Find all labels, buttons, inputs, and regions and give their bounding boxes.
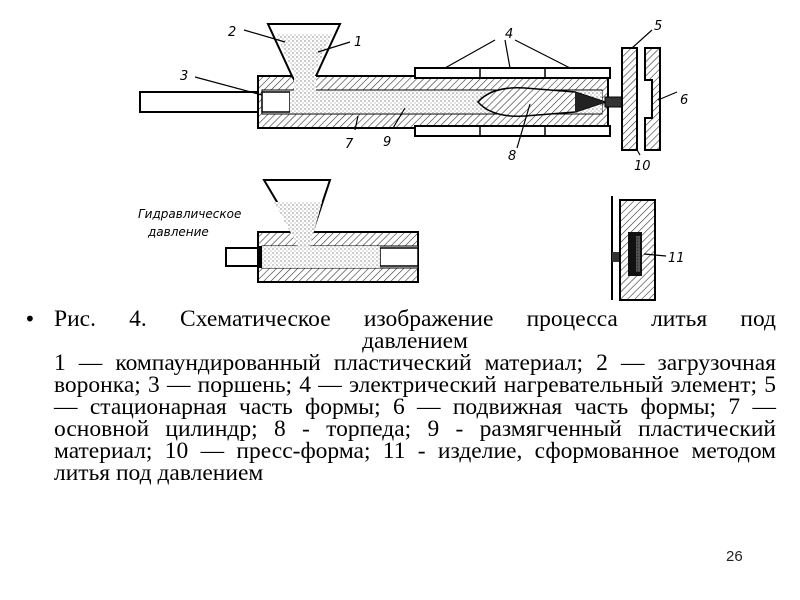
- label-7: 7: [345, 137, 354, 152]
- piston-head: [261, 91, 291, 113]
- label-1: 1: [354, 35, 362, 50]
- heating-element-bottom: [414, 125, 611, 137]
- label-10: 10: [634, 159, 651, 174]
- page-number: 26: [726, 548, 743, 565]
- label-5: 5: [654, 19, 662, 34]
- lower-mold: [611, 196, 656, 301]
- label-4: 4: [505, 27, 513, 42]
- movable-mold-part: [644, 47, 661, 151]
- stationary-mold-part: [621, 47, 638, 151]
- injection-molding-diagram: 2 1 3 4 5 6 7 9 8 10 Гидравлическое давл…: [138, 19, 688, 301]
- caption-legend: 1 — компаундированный пластический матер…: [54, 350, 776, 486]
- label-11: 11: [668, 251, 685, 266]
- caption-title-line2: давлением: [362, 328, 468, 354]
- nozzle: [604, 96, 624, 108]
- hydraulic-label-line2: давление: [147, 225, 209, 239]
- hydraulic-label-line1: Гидравлическое: [138, 207, 241, 221]
- figure-caption: • Рис. 4. Схематическое изображение проц…: [24, 306, 776, 486]
- label-9: 9: [383, 135, 391, 150]
- caption-title-line1: Рис. 4. Схематическое изображение процес…: [54, 306, 776, 332]
- upper-machine: [139, 23, 661, 151]
- caption-title: • Рис. 4. Схематическое изображение проц…: [24, 306, 776, 332]
- lower-machine: [225, 179, 419, 283]
- piston-rod: [139, 91, 266, 113]
- label-3: 3: [180, 69, 188, 84]
- label-8: 8: [508, 149, 516, 164]
- label-6: 6: [680, 93, 688, 108]
- heating-element-top: [414, 67, 611, 79]
- bullet-icon: •: [24, 307, 36, 331]
- label-2: 2: [228, 25, 236, 40]
